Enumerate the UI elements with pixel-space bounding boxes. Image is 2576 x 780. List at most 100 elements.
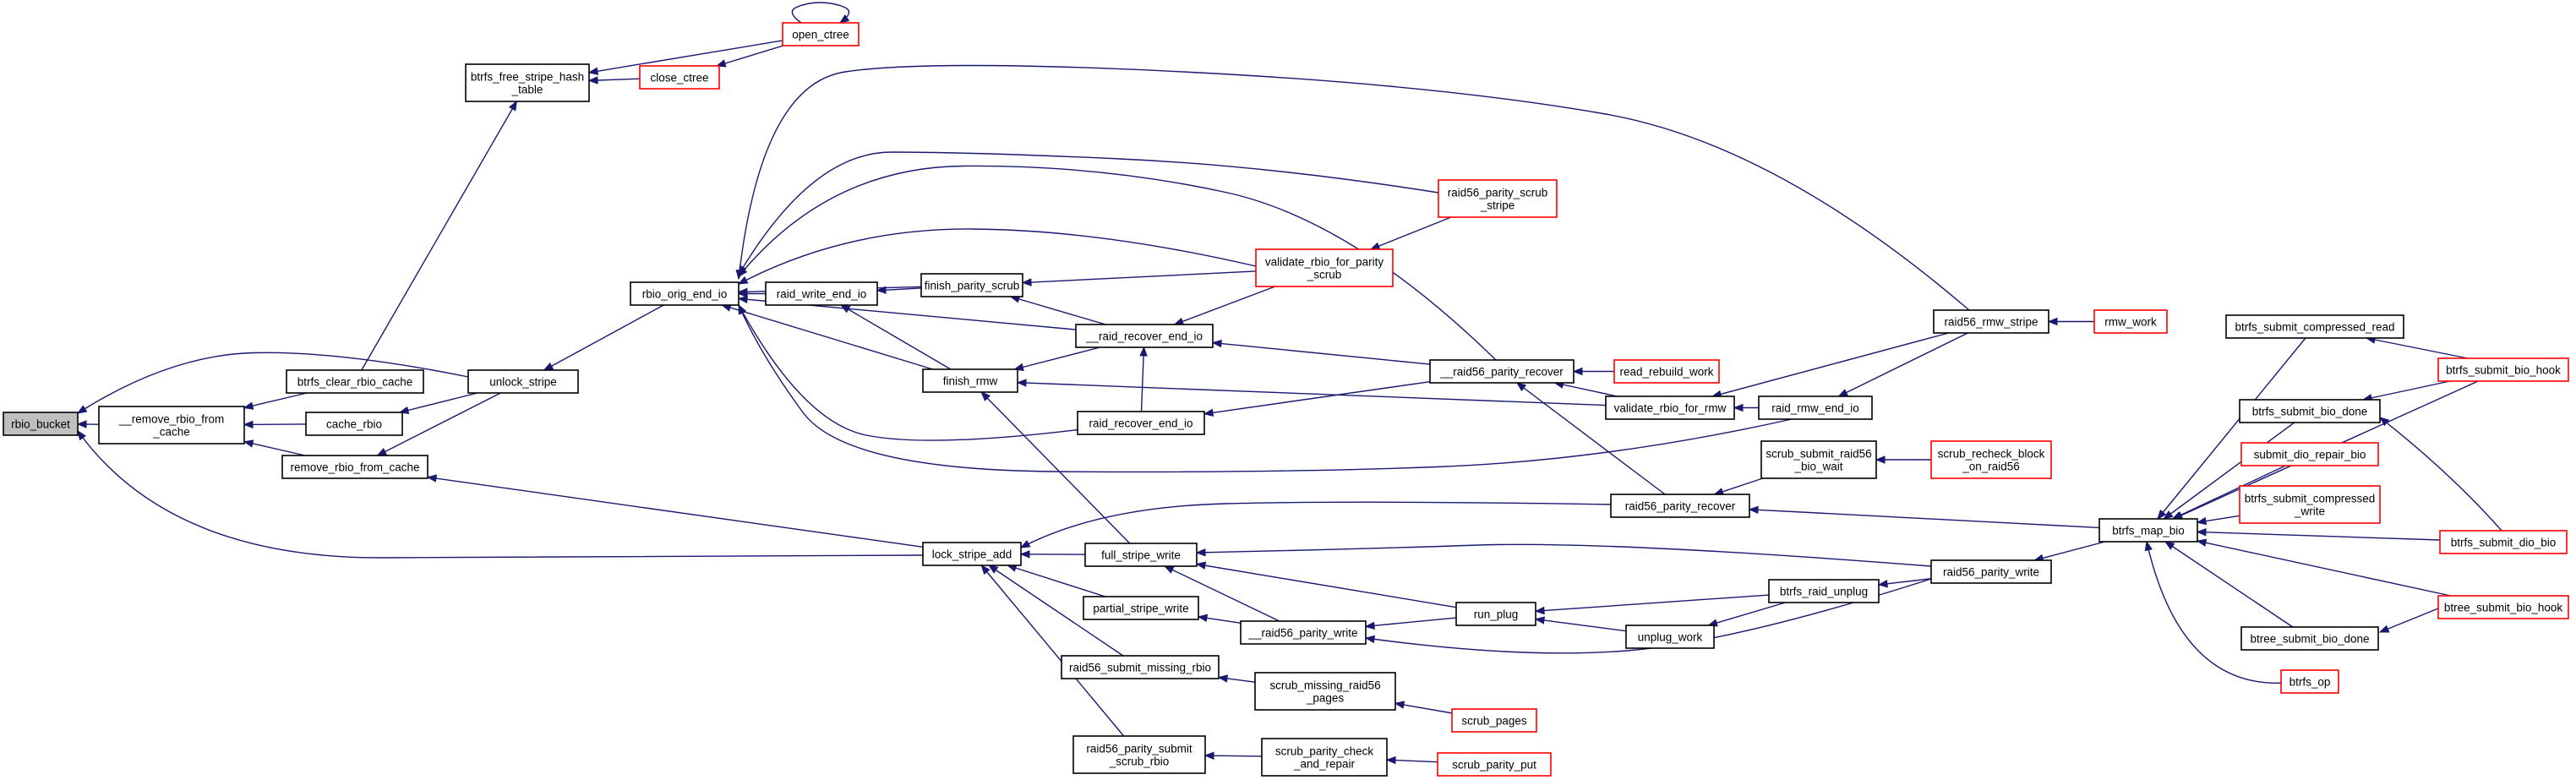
- edge-open_ctree-to-close_ctree: [715, 45, 783, 68]
- edge-btree_submit_bio_hook-to-btrfs_map_bio: [2196, 538, 2451, 597]
- node-label: __remove_rbio_from: [118, 413, 225, 426]
- node-raid56-parity-write-u[interactable]: __raid56_parity_write: [1240, 620, 1367, 645]
- node-box: [782, 22, 860, 46]
- node-raid56-rmw-stripe[interactable]: raid56_rmw_stripe: [1933, 309, 2049, 334]
- edge-submit_dio_repair_bio-to-btrfs_map_bio: [2171, 465, 2286, 520]
- node-btrfs-submit-dio-bio[interactable]: btrfs_submit_dio_bio: [2439, 530, 2568, 554]
- edge-btrfs_raid_unplug-to-run_plug: [1534, 594, 1770, 615]
- node-raid-recover-end-io-u[interactable]: __raid_recover_end_io: [1075, 324, 1214, 348]
- node-box: [1254, 672, 1396, 711]
- node-label: raid56_parity_write: [1943, 566, 2039, 579]
- node-label: btrfs_submit_compressed_read: [2235, 321, 2394, 334]
- edge-rmw_work-to-raid56_rmw_stripe: [2047, 317, 2094, 326]
- node-label: _stripe: [1480, 199, 1515, 212]
- node-box: [1061, 655, 1220, 679]
- node-btrfs-submit-bio-done[interactable]: btrfs_submit_bio_done: [2239, 399, 2381, 423]
- node-box: [286, 369, 424, 394]
- edge-raid56_parity_recover-to-raid56_parity_recover_u: [1515, 382, 1666, 495]
- node-unplug-work[interactable]: unplug_work: [1625, 625, 1715, 649]
- edge-btrfs_clear_rbio_cache-to-remove_rbio_from_cache_u: [243, 392, 308, 410]
- node-rbio-orig-end-io[interactable]: rbio_orig_end_io: [630, 281, 740, 306]
- node-submit-dio-repair-bio[interactable]: submit_dio_repair_bio: [2240, 442, 2379, 466]
- node-box: [1930, 440, 2052, 479]
- node-raid-rmw-end-io[interactable]: raid_rmw_end_io: [1758, 395, 1873, 420]
- node-label: unplug_work: [1638, 631, 1703, 644]
- node-btree-submit-bio-hook[interactable]: btree_submit_bio_hook: [2437, 595, 2569, 619]
- node-box: [1455, 602, 1536, 626]
- node-rmw-work[interactable]: rmw_work: [2093, 309, 2168, 334]
- edge-raid56_parity_write_u-to-partial_stripe_write: [1197, 614, 1242, 625]
- node-box: [467, 369, 579, 394]
- node-raid56-parity-submit-scrub-rbio[interactable]: raid56_parity_submit_scrub_rbio: [1072, 735, 1206, 774]
- node-run-plug[interactable]: run_plug: [1455, 602, 1536, 626]
- node-lock-stripe-add[interactable]: lock_stripe_add: [922, 542, 1022, 566]
- edge-finish_parity_scrub-to-raid_write_end_io: [876, 286, 922, 294]
- node-btree-submit-bio-done[interactable]: btree_submit_bio_done: [2240, 626, 2379, 651]
- node-scrub-submit-raid56-bio-wait[interactable]: scrub_submit_raid56_bio_wait: [1760, 440, 1877, 479]
- node-box: [2437, 357, 2569, 382]
- node-box: [98, 406, 245, 445]
- node-full-stripe-write[interactable]: full_stripe_write: [1084, 543, 1198, 567]
- node-unlock-stripe[interactable]: unlock_stripe: [467, 369, 579, 394]
- node-read-rebuild-work[interactable]: read_rebuild_work: [1613, 359, 1720, 384]
- node-box: [1261, 738, 1388, 777]
- node-label: btrfs_op: [2289, 676, 2331, 689]
- node-finish-rmw[interactable]: finish_rmw: [922, 368, 1018, 393]
- node-label: _bio_wait: [1793, 461, 1842, 473]
- node-cache-rbio[interactable]: cache_rbio: [305, 412, 403, 436]
- node-box: [2098, 518, 2198, 543]
- node-label: btree_submit_bio_done: [2250, 633, 2369, 646]
- node-label: scrub_parity_put: [1452, 759, 1536, 772]
- edge-raid56_parity_submit_scrub_rbio-to-lock_stripe_add: [980, 564, 1125, 737]
- node-btrfs-submit-compressed-write[interactable]: btrfs_submit_compressed_write: [2239, 485, 2381, 524]
- node-btrfs-map-bio[interactable]: btrfs_map_bio: [2098, 518, 2198, 543]
- node-box: [465, 63, 590, 102]
- node-label: btrfs_submit_bio_hook: [2446, 364, 2561, 377]
- node-box: [1255, 248, 1394, 287]
- node-raid56-submit-missing-rbio[interactable]: raid56_submit_missing_rbio: [1061, 655, 1220, 679]
- node-open-ctree[interactable]: open_ctree: [782, 22, 860, 46]
- edge-read_rebuild_work-to-raid56_parity_recover_u: [1572, 367, 1614, 376]
- node-label: btrfs_submit_dio_bio: [2451, 537, 2557, 549]
- node-raid-recover-end-io[interactable]: raid_recover_end_io: [1077, 411, 1205, 435]
- node-scrub-parity-check-and-repair[interactable]: scrub_parity_check_and_repair: [1261, 738, 1388, 777]
- node-btrfs-submit-compressed-read[interactable]: btrfs_submit_compressed_read: [2225, 314, 2404, 339]
- node-btrfs-op[interactable]: btrfs_op: [2280, 669, 2339, 694]
- edge-validate_rbio_for_parity_scrub-to-finish_parity_scrub: [1021, 270, 1257, 286]
- node-validate-rbio-for-parity-scrub[interactable]: validate_rbio_for_parity_scrub: [1255, 248, 1394, 287]
- node-validate-rbio-for-rmw[interactable]: validate_rbio_for_rmw: [1605, 395, 1735, 420]
- edge-unlock_stripe-to-rbio_bucket: [76, 352, 469, 414]
- node-raid-write-end-io[interactable]: raid_write_end_io: [765, 281, 878, 306]
- node-raid56-parity-write[interactable]: raid56_parity_write: [1930, 559, 2052, 584]
- node-partial-stripe-write[interactable]: partial_stripe_write: [1083, 596, 1199, 620]
- node-btrfs-submit-bio-hook[interactable]: btrfs_submit_bio_hook: [2437, 357, 2569, 382]
- node-box: [1429, 359, 1575, 384]
- edge-validate_rbio_for_parity_scrub-to-rbio_orig_end_io: [737, 228, 1257, 285]
- node-label: raid56_rmw_stripe: [1944, 316, 2038, 329]
- node-finish-parity-scrub[interactable]: finish_parity_scrub: [920, 273, 1023, 297]
- node-scrub-recheck-block-on-raid56[interactable]: scrub_recheck_block_on_raid56: [1930, 440, 2052, 479]
- edge-raid_rmw_end_io-to-rbio_orig_end_io: [738, 303, 1793, 473]
- node-btrfs-clear-rbio-cache[interactable]: btrfs_clear_rbio_cache: [286, 369, 424, 394]
- node-box: [922, 542, 1022, 566]
- node-rbio-bucket[interactable]: rbio_bucket: [3, 412, 79, 436]
- edge-scrub_recheck_block_on_raid56-to-scrub_submit_raid56_bio_wait: [1875, 455, 1931, 464]
- node-raid56-parity-recover-u[interactable]: __raid56_parity_recover: [1429, 359, 1575, 384]
- node-scrub-missing-raid56-pages[interactable]: scrub_missing_raid56_pages: [1254, 672, 1396, 711]
- edge-raid56_parity_write-to-btrfs_raid_unplug: [1877, 578, 1932, 588]
- edge-validate_rbio_for_rmw-to-finish_rmw: [1016, 379, 1607, 406]
- node-scrub-parity-put[interactable]: scrub_parity_put: [1437, 752, 1552, 777]
- node-raid56-parity-recover[interactable]: raid56_parity_recover: [1610, 494, 1750, 518]
- node-remove-rbio-from-cache-u[interactable]: __remove_rbio_from_cache: [98, 406, 245, 445]
- node-btrfs-raid-unplug[interactable]: btrfs_raid_unplug: [1768, 579, 1880, 603]
- node-btrfs-free-stripe-hash-table[interactable]: btrfs_free_stripe_hash_table: [465, 63, 590, 102]
- node-remove-rbio-from-cache[interactable]: remove_rbio_from_cache: [281, 455, 428, 479]
- edge-scrub_pages-to-scrub_missing_raid56_pages: [1394, 701, 1453, 714]
- node-box: [1437, 752, 1552, 777]
- node-label: raid56_parity_submit: [1086, 743, 1192, 755]
- node-scrub-pages[interactable]: scrub_pages: [1451, 708, 1537, 733]
- node-label: rmw_work: [2104, 316, 2157, 329]
- node-close-ctree[interactable]: close_ctree: [639, 65, 720, 90]
- node-box: [1613, 359, 1720, 384]
- node-raid56-parity-scrub-stripe[interactable]: raid56_parity_scrub_stripe: [1438, 179, 1558, 218]
